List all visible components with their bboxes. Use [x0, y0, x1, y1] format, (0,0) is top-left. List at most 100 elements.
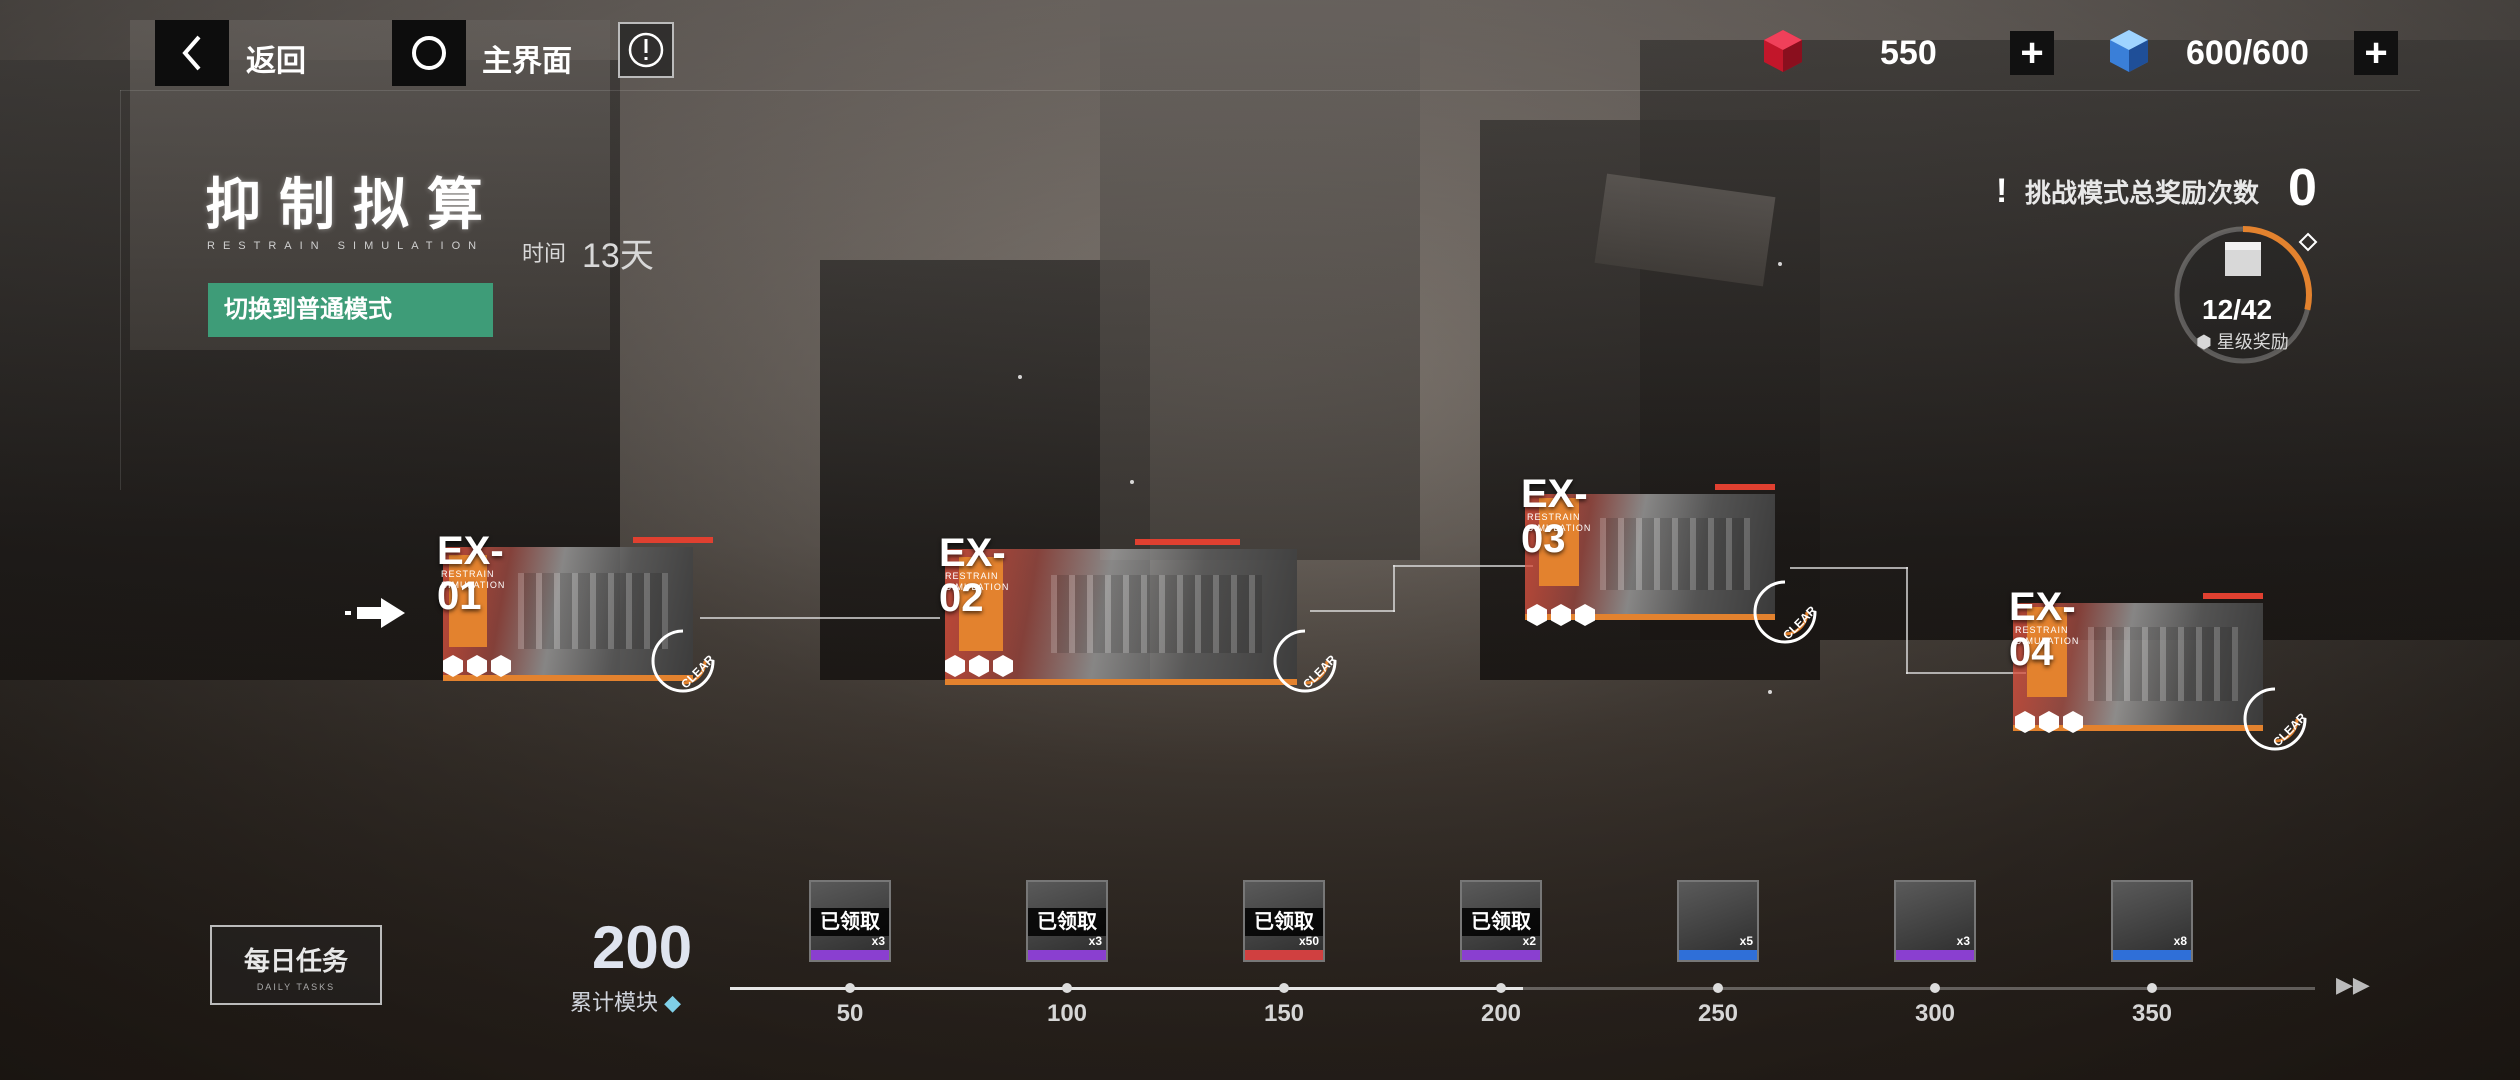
milestone-node: [1930, 983, 1940, 993]
milestone-reward-item[interactable]: x8: [2111, 880, 2193, 962]
clear-badge-icon: CLEAR: [651, 629, 717, 693]
daily-tasks-sublabel: DAILY TASKS: [256, 982, 336, 992]
stage-orange-tab: [449, 555, 487, 647]
reward-rarity-bar: [1679, 950, 1757, 960]
milestone-reward-item[interactable]: x5: [1677, 880, 1759, 962]
stage-tag: RESTRAIN SIMULATION: [441, 569, 506, 590]
path-connector: [1906, 672, 2026, 674]
back-button[interactable]: [155, 20, 229, 86]
module-count: 200: [592, 914, 693, 981]
path-connector: [1906, 567, 1908, 674]
stage-thumbnail: [2013, 603, 2263, 731]
milestone-value: 200: [1480, 1000, 1522, 1027]
claimed-overlay: 已领取: [811, 908, 889, 936]
star-reward-ring[interactable]: [2168, 220, 2318, 370]
stage-tag: RESTRAIN SIMULATION: [1527, 512, 1592, 533]
star-hex-icon: [443, 655, 463, 677]
diamond-icon: [2298, 232, 2318, 252]
clear-badge-icon: CLEAR: [1753, 580, 1819, 644]
milestone-node: [1279, 983, 1289, 993]
milestone-value: 100: [1046, 1000, 1088, 1027]
frame-line-left: [120, 90, 121, 490]
milestone-value: 350: [2131, 1000, 2173, 1027]
claimed-overlay: 已领取: [1462, 908, 1540, 936]
dust-particle: [1130, 480, 1134, 484]
milestone-value: 50: [836, 1000, 864, 1027]
add-energy-button[interactable]: +: [2354, 31, 2398, 75]
dust-particle: [1778, 262, 1782, 266]
module-chip-icon: ◆: [664, 990, 682, 1015]
path-connector: [700, 617, 940, 619]
milestone-node: [845, 983, 855, 993]
home-label[interactable]: 主界面: [482, 45, 572, 78]
challenge-reward-count: 0: [2288, 159, 2317, 217]
reward-rarity-bar: [2113, 950, 2191, 960]
daily-tasks-button[interactable]: 每日任务 DAILY TASKS: [210, 925, 382, 1005]
path-connector: [1393, 565, 1395, 612]
star-hex-icon: [993, 655, 1013, 677]
path-connector: [1393, 565, 1533, 567]
stage-stars: [2015, 711, 2083, 733]
time-label: 时间: [522, 241, 567, 266]
back-label[interactable]: 返回: [246, 45, 306, 78]
module-progress-fill: [730, 987, 1523, 990]
path-connector: [1310, 610, 1395, 612]
current-stage-arrow-icon: [345, 598, 405, 628]
stage-code: EX-04: [2009, 585, 2076, 674]
reward-quantity: x2: [1522, 934, 1536, 948]
dust-particle: [1768, 690, 1772, 694]
milestone-value: 250: [1697, 1000, 1739, 1027]
star-hex-icon: [491, 655, 511, 677]
home-button[interactable]: [392, 20, 466, 86]
star-hex-icon: [1527, 604, 1547, 626]
milestone-node: [2147, 983, 2157, 993]
milestone-reward-item[interactable]: x3: [1894, 880, 1976, 962]
daily-tasks-label: 每日任务: [243, 946, 348, 976]
milestone-value: 300: [1914, 1000, 1956, 1027]
reward-quantity: x5: [1739, 934, 1753, 948]
switch-normal-mode-button[interactable]: 切换到普通模式: [208, 283, 493, 337]
circle-home-icon: [412, 36, 446, 70]
red-crystal-icon: [1764, 30, 1802, 72]
reward-quantity: x8: [2173, 934, 2187, 948]
stage-orange-tab: [1539, 498, 1579, 586]
reward-quantity: x50: [1298, 934, 1319, 948]
star-hex-icon: [945, 655, 965, 677]
scroll-right-arrows-icon[interactable]: ▶▶: [2336, 972, 2370, 997]
star-progress: 12/42: [2202, 294, 2273, 325]
milestone-value: 150: [1263, 1000, 1305, 1027]
challenge-reward-label: 挑战模式总奖励次数: [2025, 178, 2260, 208]
stage-orange-tab: [959, 557, 1003, 651]
stage-code: EX-03: [1521, 472, 1588, 561]
stage-code: EX-01: [437, 529, 504, 618]
star-reward-label: ⬢ 星级奖励: [2196, 332, 2289, 352]
milestone-node: [1713, 983, 1723, 993]
star-hex-icon: [969, 655, 989, 677]
milestone-node: [1496, 983, 1506, 993]
stage-tag: RESTRAIN SIMULATION: [2015, 625, 2080, 646]
stage-red-accent: [2203, 593, 2263, 599]
claimed-overlay: 已领取: [1245, 908, 1323, 936]
info-button[interactable]: [618, 22, 674, 78]
stage-stars: [945, 655, 1013, 677]
module-label-text: 累计模块: [570, 990, 659, 1015]
reward-rarity-bar: [1245, 950, 1323, 960]
challenge-alert-icon: !: [1996, 172, 2008, 210]
star-hex-icon: [1551, 604, 1571, 626]
info-exclaim-icon: [628, 32, 664, 68]
page-title: 抑制拟算: [205, 173, 501, 236]
clear-badge-icon: CLEAR: [1273, 629, 1339, 693]
stage-stars: [443, 655, 511, 677]
star-hex-icon: [1575, 604, 1595, 626]
energy-value: 600/600: [2186, 34, 2309, 72]
add-crystal-button[interactable]: +: [2010, 31, 2054, 75]
crystal-value: 550: [1880, 34, 1937, 72]
claimed-overlay: 已领取: [1028, 908, 1106, 936]
blue-energy-cube-icon: [2110, 30, 2148, 72]
stage-stars: [1527, 604, 1595, 626]
stage-red-accent: [633, 537, 713, 543]
